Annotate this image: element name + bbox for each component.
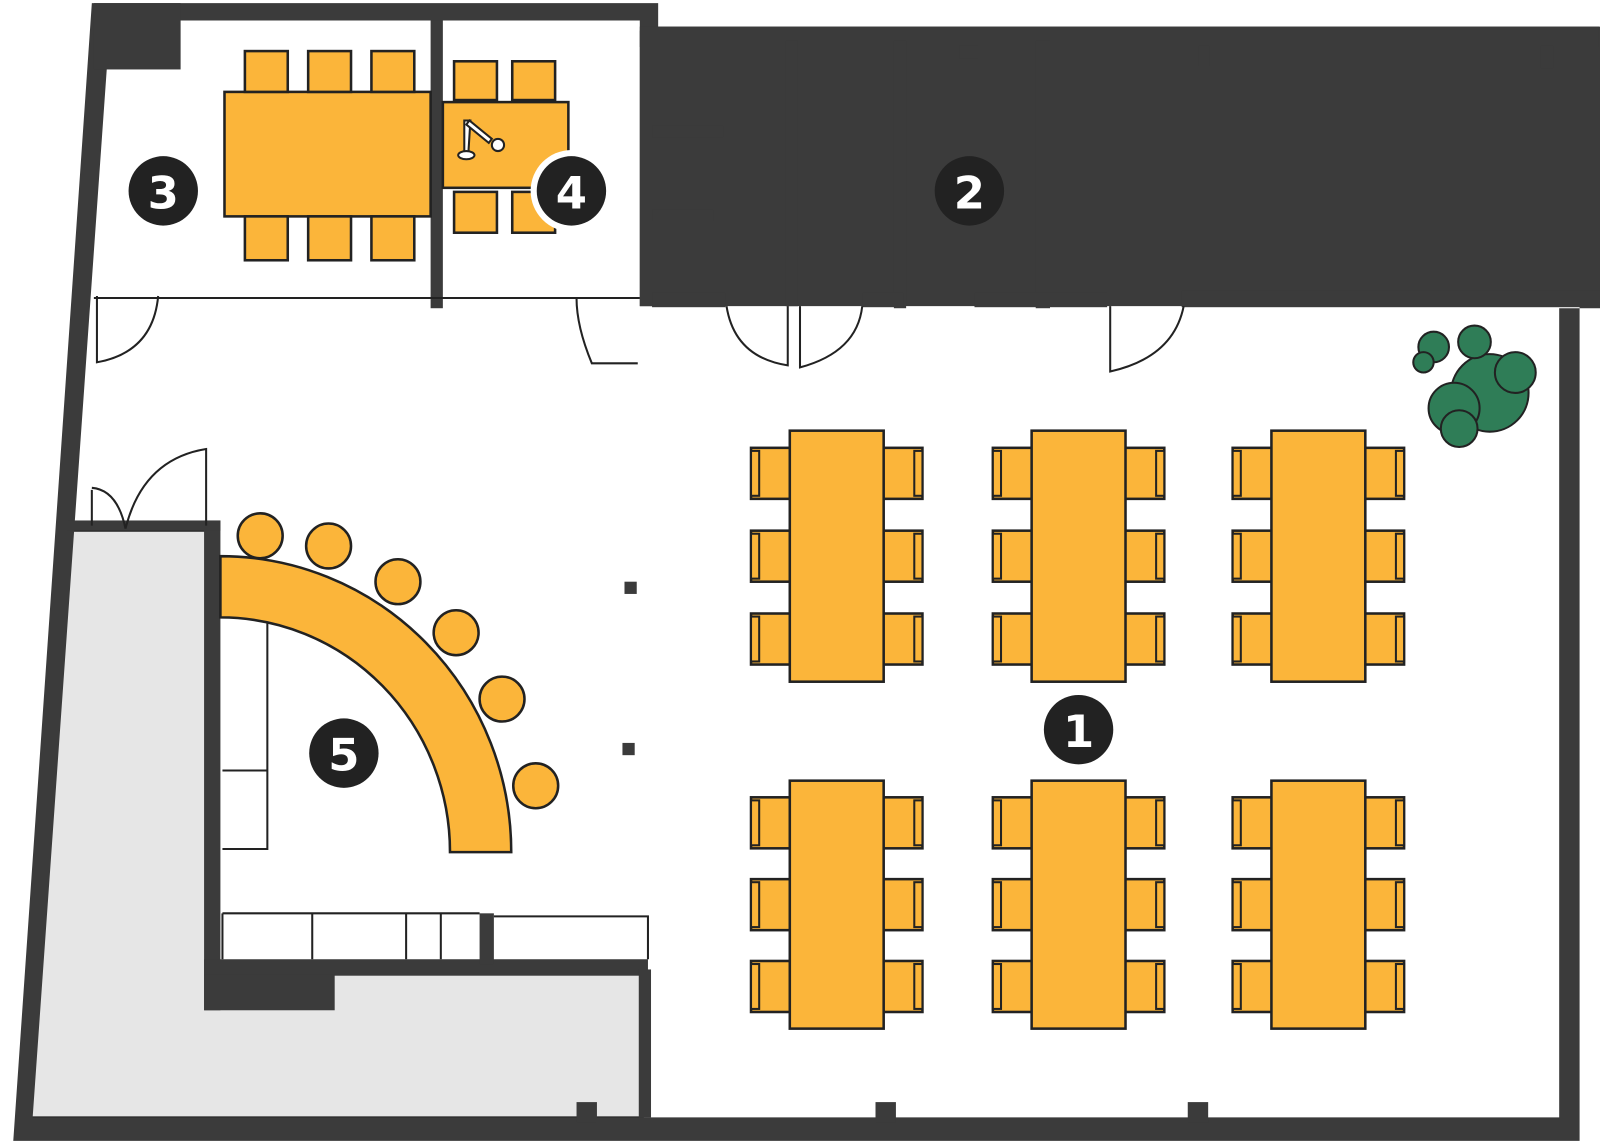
area-badge-1[interactable]: 1 (1043, 694, 1114, 765)
walls (13, 3, 1600, 1141)
bar-stool (478, 675, 526, 723)
bar-stool (374, 557, 422, 606)
svg-text:2: 2 (954, 166, 985, 219)
svg-text:3: 3 (148, 166, 179, 219)
table-top (1270, 779, 1367, 1030)
meeting-table-large (223, 90, 432, 218)
chair (306, 49, 353, 94)
table-top (788, 429, 885, 683)
dining-table (749, 779, 924, 1030)
area-badge-2[interactable]: 2 (934, 156, 1005, 226)
chair (452, 60, 499, 102)
table-top (1030, 779, 1127, 1030)
chair (243, 215, 290, 262)
table-top (788, 779, 885, 1030)
dining-table (991, 429, 1166, 683)
table-top (1270, 429, 1367, 683)
chair (370, 215, 416, 262)
area-badge-5[interactable]: 5 (309, 718, 379, 788)
dining-table (1231, 779, 1406, 1030)
svg-text:4: 4 (556, 166, 587, 219)
dining-table (749, 429, 924, 683)
dining-table (1231, 429, 1406, 683)
chair (452, 190, 499, 234)
chair (370, 49, 416, 94)
bar-stool (304, 522, 353, 570)
bar-stool (511, 762, 560, 810)
microphone-icon (457, 119, 506, 161)
area-badge-4[interactable]: 4 (530, 150, 613, 232)
svg-text:1: 1 (1063, 705, 1094, 758)
meeting-furniture (223, 49, 570, 262)
doors (90, 295, 1185, 960)
dining-table (991, 779, 1166, 1030)
chair (510, 60, 557, 102)
dining-tables (749, 429, 1406, 1030)
bar-stool (432, 608, 480, 657)
bar-counter (219, 512, 560, 854)
area-badge-3[interactable]: 3 (128, 156, 198, 226)
chair (243, 49, 290, 94)
svg-text:5: 5 (328, 729, 359, 782)
bar-stool (236, 512, 284, 560)
table-top (1030, 429, 1127, 683)
plant-icon (1412, 324, 1537, 449)
chair (306, 215, 353, 262)
